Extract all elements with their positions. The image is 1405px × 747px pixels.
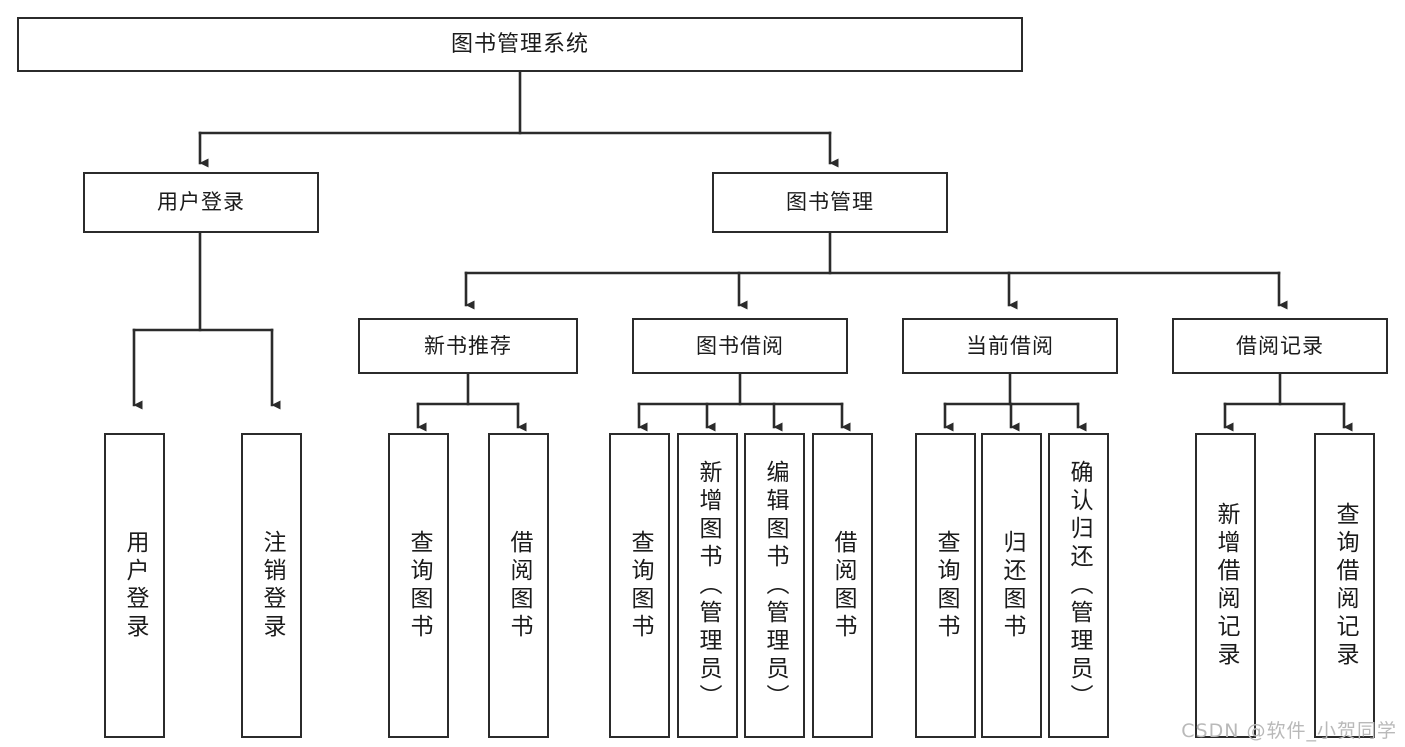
- node-label: 图书管理: [786, 190, 874, 215]
- leaf-edit-book-admin[interactable]: 编辑图书（管理员）: [744, 433, 805, 738]
- node-label: 用户登录: [122, 529, 148, 642]
- leaf-user-login[interactable]: 用户登录: [104, 433, 165, 738]
- node-borrow-record[interactable]: 借阅记录: [1172, 318, 1388, 374]
- node-book-management[interactable]: 图书管理: [712, 172, 948, 233]
- leaf-confirm-return-admin[interactable]: 确认归还（管理员）: [1048, 433, 1109, 738]
- node-root-book-management-system[interactable]: 图书管理系统: [17, 17, 1023, 72]
- node-label: 新增图书（管理员）: [695, 459, 721, 712]
- leaf-logout[interactable]: 注销登录: [241, 433, 302, 738]
- node-new-book-recommend[interactable]: 新书推荐: [358, 318, 578, 374]
- leaf-return-book[interactable]: 归还图书: [981, 433, 1042, 738]
- edge-group-bookmgmt-to-level2: [464, 231, 1288, 310]
- node-label: 查询图书: [406, 529, 432, 642]
- leaf-borrow-book-recommend[interactable]: 借阅图书: [488, 433, 549, 738]
- node-current-borrow[interactable]: 当前借阅: [902, 318, 1118, 374]
- node-label: 借阅记录: [1236, 333, 1324, 358]
- leaf-borrow-book[interactable]: 借阅图书: [812, 433, 873, 738]
- node-label: 注销登录: [259, 529, 285, 642]
- node-label: 归还图书: [999, 529, 1025, 642]
- node-label: 图书借阅: [696, 333, 784, 358]
- edge-group-newbook-to-leaves: [416, 372, 527, 432]
- node-label: 图书管理系统: [450, 31, 589, 57]
- node-label: 借阅图书: [506, 529, 532, 642]
- node-label: 查询图书: [933, 529, 959, 642]
- leaf-add-borrow-record[interactable]: 新增借阅记录: [1195, 433, 1256, 738]
- leaf-query-book-borrow[interactable]: 查询图书: [609, 433, 670, 738]
- node-label: 新书推荐: [424, 333, 512, 358]
- edge-group-userlogin-to-leaves: [132, 231, 281, 410]
- leaf-add-book-admin[interactable]: 新增图书（管理员）: [677, 433, 738, 738]
- node-book-borrow[interactable]: 图书借阅: [632, 318, 848, 374]
- node-label: 用户登录: [157, 190, 245, 215]
- edge-group-current-to-leaves: [943, 372, 1087, 432]
- node-label: 编辑图书（管理员）: [762, 459, 788, 712]
- node-user-login[interactable]: 用户登录: [83, 172, 319, 233]
- node-label: 新增借阅记录: [1213, 501, 1239, 670]
- node-label: 确认归还（管理员）: [1066, 459, 1092, 712]
- edge-group-record-to-leaves: [1223, 372, 1353, 432]
- leaf-query-borrow-record[interactable]: 查询借阅记录: [1314, 433, 1375, 738]
- node-label: 查询图书: [627, 529, 653, 642]
- edge-group-root-to-level1: [198, 70, 839, 168]
- leaf-query-book-recommend[interactable]: 查询图书: [388, 433, 449, 738]
- node-label: 借阅图书: [830, 529, 856, 642]
- node-label: 查询借阅记录: [1332, 501, 1358, 670]
- watermark-text: CSDN @软件_小贺同学: [1181, 720, 1397, 742]
- edge-group-borrow-to-leaves: [637, 372, 851, 432]
- leaf-query-book-current[interactable]: 查询图书: [915, 433, 976, 738]
- node-label: 当前借阅: [966, 333, 1054, 358]
